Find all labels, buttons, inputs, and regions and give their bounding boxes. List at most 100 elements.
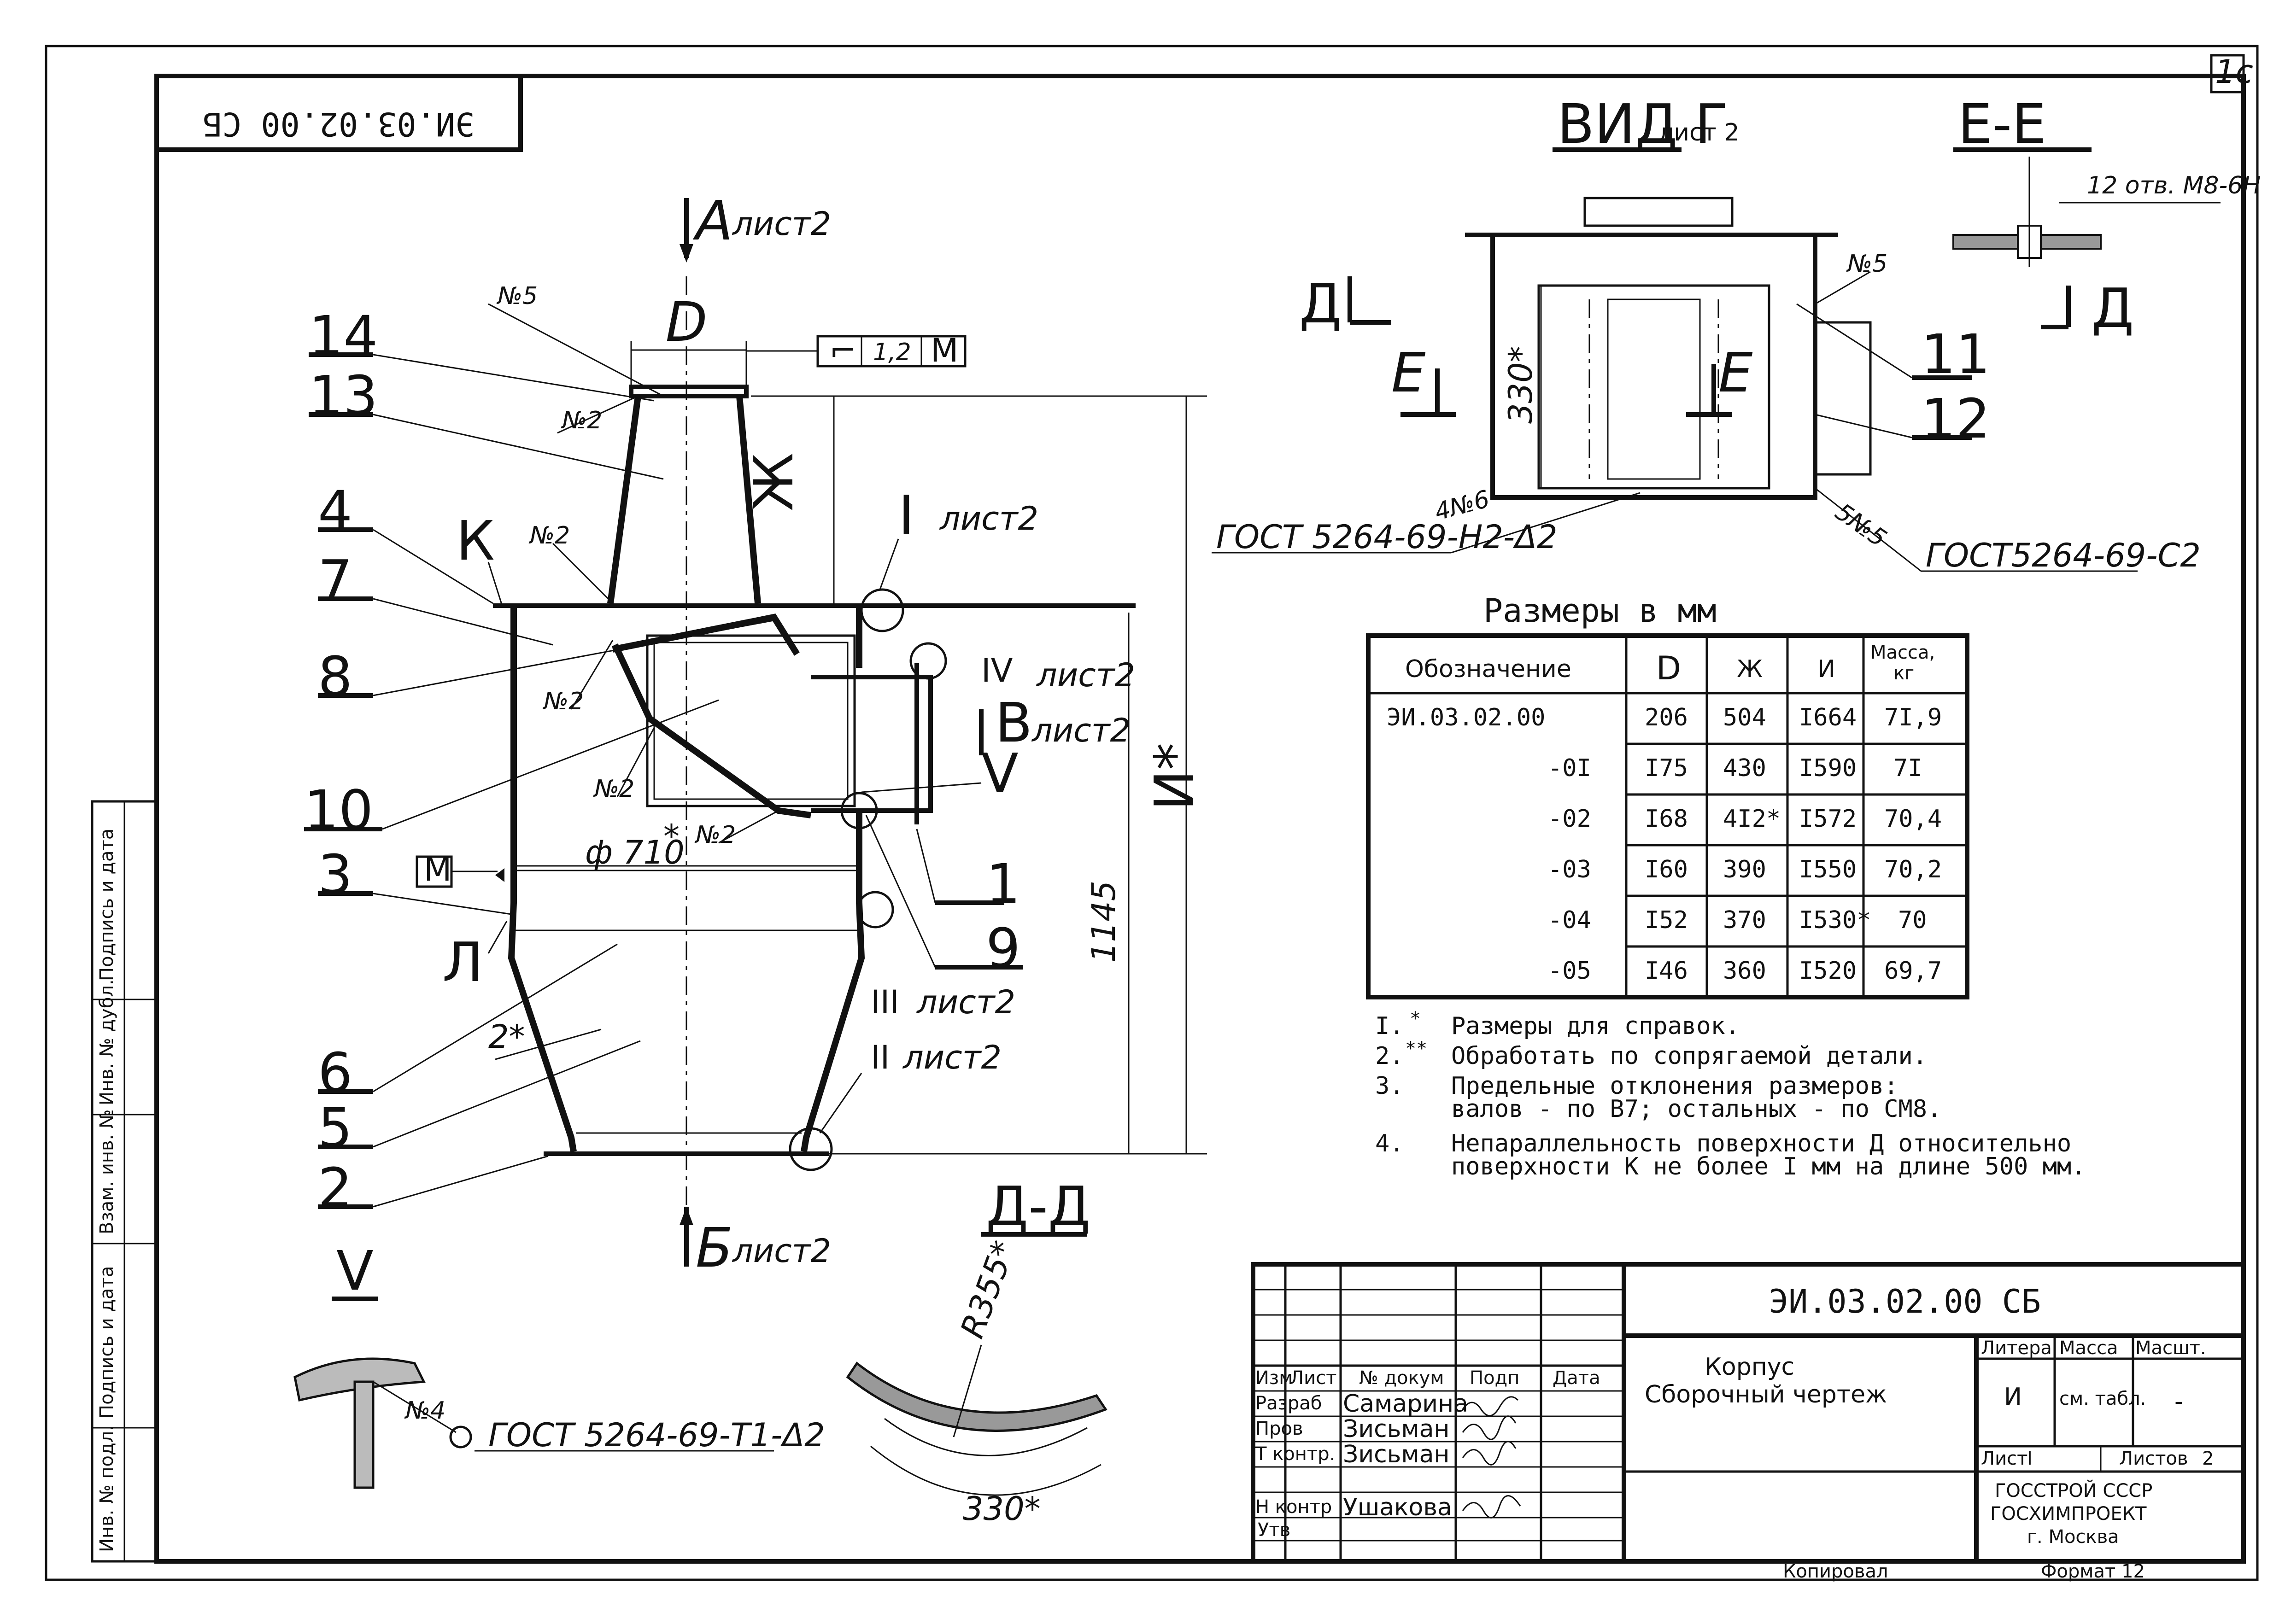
datum-k: К <box>456 509 495 572</box>
tol-ref: М <box>931 332 958 369</box>
weld-n5: №5 <box>496 282 538 310</box>
footer-format: Формат 12 <box>2041 1561 2145 1582</box>
detail-III: III <box>871 983 899 1021</box>
tb-role-tkontr: Т контр. <box>1255 1443 1335 1465</box>
part-callouts: 14 13 4 7 8 10 3 6 5 2 1 9 <box>304 304 1023 1220</box>
tb-name-razrab: Самарина <box>1343 1390 1468 1418</box>
tb-role-utv: Утв <box>1258 1519 1290 1541</box>
detail-V-bottom: V <box>336 1239 374 1303</box>
page-number-box <box>2210 54 2245 93</box>
view-g-title: ВИД Г <box>1557 92 1728 156</box>
holes-label: 12 отв. М8-6Н <box>2087 172 2261 199</box>
arrow-d-right: Д <box>2092 276 2134 340</box>
row1-d: I75 <box>1645 754 1688 782</box>
row1-zh: 430 <box>1723 754 1766 782</box>
signature-nkontr <box>1462 1495 1521 1519</box>
row3-i: I550 <box>1799 856 1857 883</box>
th-mass: Масса, <box>1870 642 1935 663</box>
tb-litera-v: И <box>2004 1383 2022 1411</box>
dim-phi710: ф 710 * <box>514 818 859 871</box>
tb-col-date: Дата <box>1553 1367 1600 1389</box>
row3-zh: 390 <box>1723 856 1766 883</box>
dim-i: И* <box>1128 613 1206 1154</box>
side-stamp-4: Подпись и дата <box>96 1266 117 1419</box>
note3-text: Предельные отклонения размеров: <box>1451 1072 1898 1100</box>
section-dd: Д-Д <box>986 1174 1090 1238</box>
arrow-b-sheet: лист2 <box>732 1232 831 1270</box>
row5-i: I520 <box>1799 957 1857 985</box>
note1-num: I. <box>1375 1012 1404 1040</box>
weld-n2-c: №2 <box>542 688 584 715</box>
gost-h2: ГОСТ 5264-69-Н2-Δ2 <box>1216 518 1558 556</box>
detail-I-sheet: лист2 <box>939 500 1038 537</box>
row3-m: 70,2 <box>1884 856 1942 883</box>
weld-n2-a: №2 <box>561 407 602 434</box>
outer-frame <box>45 45 2259 1581</box>
detail-III-sheet: лист2 <box>916 983 1015 1021</box>
tb-massa-h: Масса <box>2059 1338 2118 1359</box>
callout-5: 5 <box>318 1096 352 1160</box>
tb-org2: ГОСХИМПРОЕКТ <box>1990 1503 2147 1525</box>
arrow-e-center: Е <box>1718 341 1753 404</box>
dim-330-arc: 330* <box>963 1490 1041 1528</box>
side-stamp-2: Инв. № дубл. <box>96 979 117 1105</box>
tb-role-nkontr: Н контр <box>1255 1496 1332 1518</box>
detail-V: V <box>981 742 1019 805</box>
th-designation: Обозначение <box>1405 655 1571 683</box>
tb-col-izm: Изм <box>1255 1367 1293 1389</box>
side-stamp: Подпись и дата Инв. № дубл. Взам. инв. №… <box>91 800 158 1563</box>
signature-razrab <box>1462 1396 1519 1417</box>
note2-mark: ** <box>1405 1038 1427 1059</box>
row5-m: 69,7 <box>1884 957 1942 985</box>
row4-m: 70 <box>1898 906 1927 934</box>
dim-zh-label: Ж <box>742 453 805 511</box>
note2-text: Обработать по сопрягаемой детали. <box>1451 1042 1927 1070</box>
row3-des: -03 <box>1548 856 1591 883</box>
detail-IV-sheet: лист2 <box>1036 656 1135 694</box>
row2-m: 70,4 <box>1884 805 1942 833</box>
callout-14: 14 <box>309 304 378 368</box>
callout-4: 4 <box>318 479 352 543</box>
view-g: ВИД Г лист 2 330* <box>1465 92 1872 500</box>
detail-I: I <box>898 484 914 547</box>
main-view <box>493 276 1136 1216</box>
dim-r355: R355* <box>953 1236 1023 1343</box>
row2-i: I572 <box>1799 805 1857 833</box>
tb-col-list: Лист <box>1290 1367 1336 1389</box>
size-table: Обозначение D Ж И Масса, кг ЭИ.03.02.00 … <box>1366 633 1969 999</box>
note2-num: 2. <box>1375 1042 1404 1070</box>
tb-role-razrab: Разраб <box>1255 1393 1322 1414</box>
row1-i: I590 <box>1799 754 1857 782</box>
phi710-label: ф 710 <box>585 834 685 871</box>
row5-zh: 360 <box>1723 957 1766 985</box>
tb-name2: Сборочный чертеж <box>1645 1381 1887 1408</box>
side-stamp-5: Инв. № подл. <box>96 1425 117 1552</box>
note4-num: 4. <box>1375 1130 1404 1157</box>
note3-num: 3. <box>1375 1072 1404 1100</box>
callout-13: 13 <box>309 364 378 427</box>
tol-symbol: ⌐ <box>829 332 856 369</box>
tb-list-val: I <box>2027 1448 2033 1469</box>
row5-des: -05 <box>1548 957 1591 985</box>
row0-d: 206 <box>1645 704 1688 731</box>
tb-massa-v: см. табл. <box>2059 1388 2146 1409</box>
dim-d-label: D <box>666 290 708 354</box>
row0-m: 7I,9 <box>1884 704 1942 731</box>
signature-prov <box>1462 1415 1517 1440</box>
tb-name-nkontr: Ушакова <box>1343 1494 1452 1521</box>
row0-des: ЭИ.03.02.00 <box>1387 704 1545 731</box>
notes: I. * Размеры для справок. 2. ** Обработа… <box>1375 1008 2086 1180</box>
row2-zh: 4I2* <box>1723 805 1781 833</box>
row2-des: -02 <box>1548 805 1591 833</box>
gost-c2: ГОСТ5264-69-С2 <box>1926 537 2201 574</box>
row5-d: I46 <box>1645 957 1688 985</box>
table-caption: Размеры в мм <box>1483 592 1717 630</box>
tb-col-podp: Подп <box>1470 1367 1519 1389</box>
gost-t1: ГОСТ 5264-69-Т1-Δ2 <box>488 1416 825 1454</box>
note4-text2: поверхности К не более I мм на длине 500… <box>1451 1153 2086 1180</box>
row4-des: -04 <box>1548 906 1591 934</box>
detail-II-sheet: лист2 <box>902 1039 1002 1076</box>
section-dd-view <box>846 1361 1107 1496</box>
detail-callouts: I лист2 IV лист2 В лист2 V III лист2 II … <box>819 484 1135 1133</box>
section-ee-title: Е-Е <box>1958 92 2046 156</box>
